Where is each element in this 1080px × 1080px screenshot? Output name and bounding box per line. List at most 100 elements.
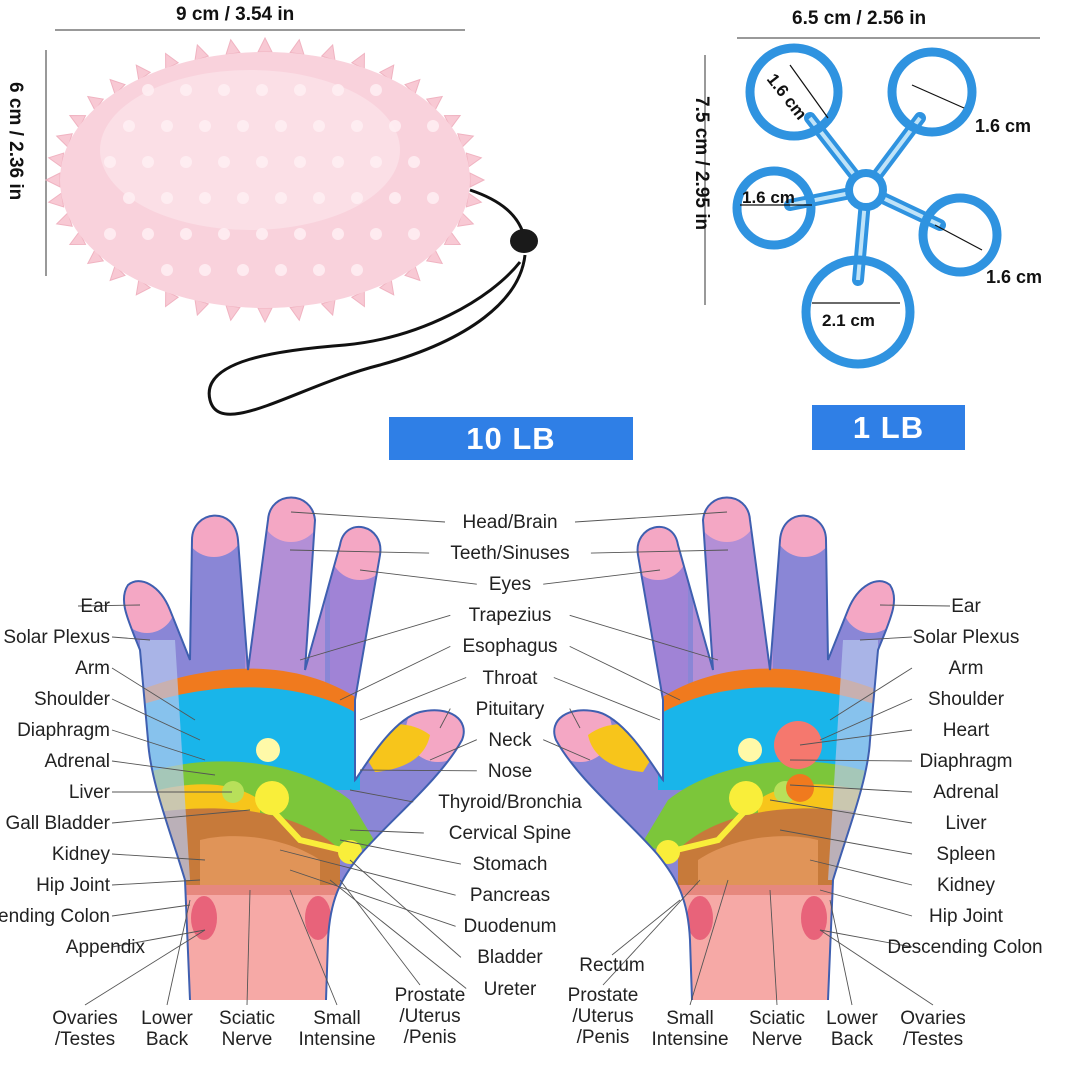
left-hand-label: Hip Joint (36, 875, 110, 896)
bottom-label-line: Nerve (221, 1029, 273, 1050)
ball-bump (313, 264, 325, 276)
center-label: Head/Brain (462, 512, 558, 533)
ball-spike (135, 64, 152, 82)
leader-line (289, 869, 456, 927)
ball-spike (378, 278, 395, 296)
center-label: Pituitary (475, 698, 545, 720)
left-hand-label: Adrenal (44, 751, 111, 772)
center-label: Duodenum (463, 916, 557, 938)
right-hand-label: Descending Colon (887, 937, 1043, 958)
ball-bump (389, 120, 401, 132)
leader-line (349, 789, 414, 803)
leader-line (769, 799, 913, 824)
left-bottom-label: Prostate/Uterus/Penis (385, 985, 475, 1048)
ball-bump (180, 156, 192, 168)
ball-spike (68, 230, 87, 245)
ball-bump (294, 84, 306, 96)
left-hand-label: Gall Bladder (5, 813, 110, 834)
ball-spike (47, 152, 65, 168)
leader-line (359, 569, 477, 585)
leader-line (289, 549, 430, 554)
leader-line (819, 929, 913, 948)
ball-bump (408, 228, 420, 240)
bottom-label-line: /Uterus (399, 1006, 461, 1027)
ring-label-palm: 2.1 cm (822, 311, 875, 330)
leader-line (819, 929, 934, 1006)
ball-bump (275, 120, 287, 132)
ball-spike (55, 133, 73, 149)
ball-bump (256, 84, 268, 96)
left-hand-label: Arm (75, 658, 110, 679)
ball-bump (370, 84, 382, 96)
left-hand-label: Appendix (65, 937, 145, 958)
ball-bump (294, 228, 306, 240)
ball-bump (199, 264, 211, 276)
leader-line (111, 667, 196, 721)
center-label: Nose (487, 760, 533, 782)
right-hand-outline (553, 496, 895, 1001)
ball-bump (294, 156, 306, 168)
bottom-label-line: Intensine (651, 1029, 729, 1050)
ball-bump (332, 228, 344, 240)
leader-line (111, 809, 251, 824)
cord-lock (510, 229, 538, 253)
right-hand-label: Spleen (936, 844, 996, 865)
center-label: Eyes (488, 574, 532, 596)
ball-spike (165, 290, 180, 308)
left-hand-label: Ascending Colon (0, 906, 110, 927)
left-hand-label: Kidney (51, 844, 110, 865)
center-label: Stomach (472, 854, 548, 876)
leader-line (111, 636, 151, 641)
finger-stretcher-image (732, 43, 1002, 369)
right-hand-label: Shoulder (927, 689, 1005, 710)
ball-bump (275, 264, 287, 276)
right-hand-label: Liver (945, 813, 987, 834)
ball-bump (275, 192, 287, 204)
center-label: Thyroid/Bronchia (438, 791, 582, 813)
ball-bump (332, 156, 344, 168)
ball-bump (332, 84, 344, 96)
ball-bump (408, 156, 420, 168)
leader-line (574, 511, 728, 523)
ball-bump (370, 156, 382, 168)
ball-bump (351, 264, 363, 276)
leader-line (339, 645, 451, 701)
bottom-label-line: Small (313, 1008, 361, 1029)
ball-bump (123, 120, 135, 132)
leader-line (299, 614, 451, 661)
ball-bump (218, 228, 230, 240)
ball-bump (237, 264, 249, 276)
bottom-label-line: Lower (141, 1008, 193, 1029)
right-hand-label: Arm (948, 658, 984, 679)
ball-bump (104, 156, 116, 168)
leader-line (789, 759, 913, 762)
leader-line (689, 879, 729, 1006)
leader-line (543, 739, 591, 761)
ball-bump (313, 120, 325, 132)
ball-bump (161, 192, 173, 204)
left-hand-label: Shoulder (33, 689, 110, 710)
left-hand-label: Liver (68, 782, 110, 803)
ball-bump (104, 228, 116, 240)
leader-line (246, 889, 251, 1006)
leader-line (789, 784, 913, 793)
leader-line (349, 859, 462, 958)
leader-line (289, 889, 338, 1006)
stretcher-width-label: 6.5 cm / 2.56 in (792, 8, 927, 29)
bottom-label-line: Back (830, 1029, 874, 1050)
ball-spike (55, 211, 73, 227)
ball-width-label: 9 cm / 3.54 in (176, 4, 295, 25)
left-hand-outline (123, 496, 465, 1001)
center-label: Ureter (483, 978, 537, 1000)
bottom-label-line: /Penis (576, 1027, 630, 1048)
ring-label-middle: 1.6 cm (742, 188, 795, 207)
center-label: Cervical Spine (448, 823, 572, 844)
ball-bump (313, 192, 325, 204)
leader-line (339, 839, 461, 865)
leader-line (359, 769, 477, 772)
ball-spike (109, 78, 126, 96)
right-hand-label: Diaphragm (919, 751, 1013, 772)
ball-spike (350, 290, 365, 308)
